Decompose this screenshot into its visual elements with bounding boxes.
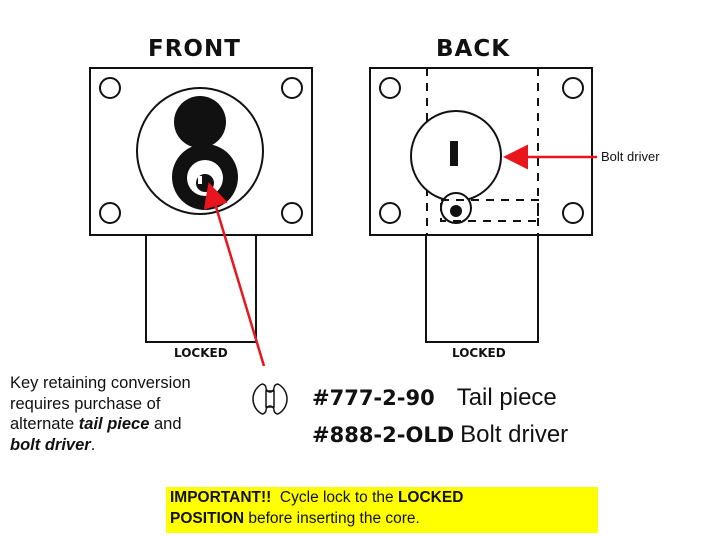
back-screw-hole — [562, 202, 584, 224]
front-core-top — [174, 96, 226, 148]
part-row-tail-piece: #777-2-90 Tail piece — [312, 384, 557, 412]
part-name: Tail piece — [456, 384, 557, 411]
important-lead: IMPORTANT!! — [170, 489, 272, 506]
front-title: FRONT — [148, 36, 241, 62]
note-bolt-driver: bolt driver — [10, 435, 91, 454]
note-text: Key retaining conversion requires purcha… — [10, 374, 191, 434]
front-housing — [145, 234, 257, 343]
tail-piece-icon — [252, 383, 288, 415]
front-screw-hole — [99, 77, 121, 99]
important-position: POSITION — [170, 509, 245, 527]
part-number: #777-2-90 — [312, 386, 435, 410]
back-title: BACK — [436, 36, 511, 62]
important-text-1: Cycle lock to the — [271, 489, 398, 506]
back-screw-hole — [379, 77, 401, 99]
conversion-note: Key retaining conversion requires purcha… — [10, 373, 210, 456]
important-notice: IMPORTANT!! Cycle lock to the LOCKED POSI… — [166, 487, 598, 533]
front-screw-hole — [281, 202, 303, 224]
back-screw-hole — [562, 77, 584, 99]
note-and: and — [149, 415, 182, 434]
important-text-2: before inserting the core. — [244, 509, 420, 527]
bolt-driver-callout: Bolt driver — [601, 149, 660, 164]
part-name: Bolt driver — [460, 421, 569, 448]
important-locked: LOCKED — [397, 489, 464, 506]
front-lock-plate — [89, 67, 313, 236]
front-locked-label: LOCKED — [174, 346, 228, 360]
back-locked-label: LOCKED — [452, 346, 506, 360]
back-screw-hole — [379, 202, 401, 224]
note-end: . — [90, 435, 96, 454]
back-housing — [425, 234, 539, 343]
front-screw-hole — [99, 202, 121, 224]
note-tail-piece: tail piece — [78, 415, 150, 434]
bolt-driver-slot — [450, 141, 458, 166]
tail-piece-arrow — [203, 182, 266, 367]
part-number: #888-2-OLD — [312, 423, 455, 447]
front-screw-hole — [281, 77, 303, 99]
back-lock-plate — [369, 67, 593, 236]
